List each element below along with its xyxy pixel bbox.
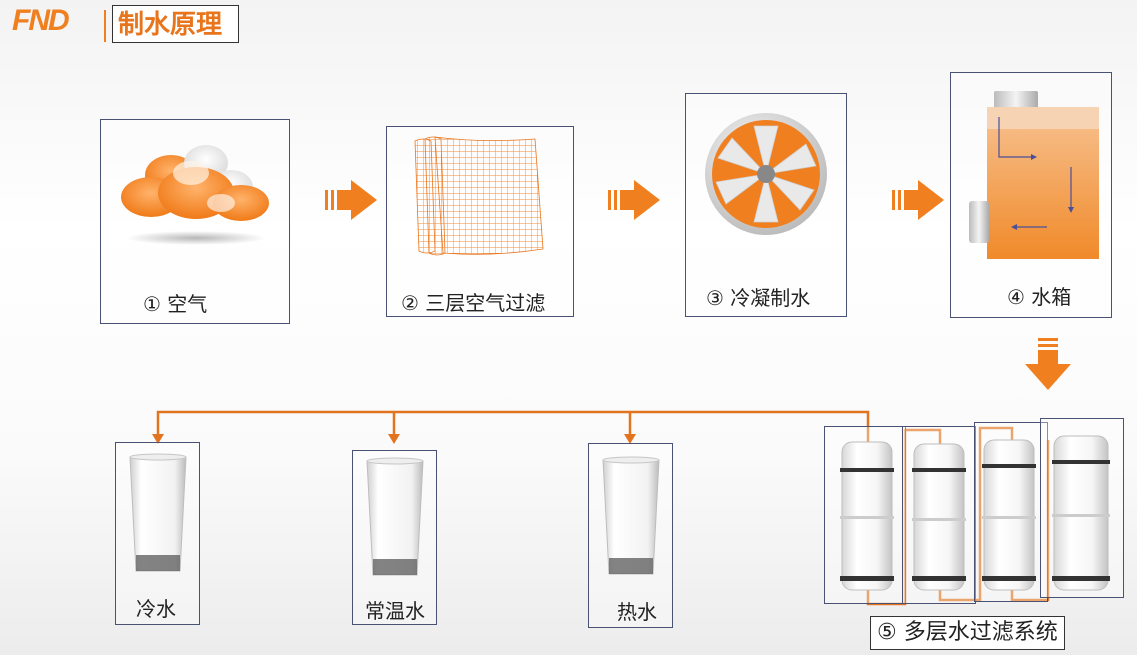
glass-icon [366, 457, 424, 576]
step-filter-box: ② 三层空气过滤 [386, 126, 574, 317]
cloud-icon [121, 145, 269, 245]
mesh-filter-icon [414, 136, 544, 256]
output-hot-box: 热水 [588, 443, 673, 628]
filter-cartridge-icon [840, 435, 1110, 591]
fan-icon [705, 113, 827, 235]
header-divider [104, 10, 106, 42]
output-room-box: 常温水 [352, 450, 437, 625]
output-hot-label: 热水 [617, 600, 657, 624]
step-air-label: ① 空气 [143, 292, 208, 316]
glass-icon [129, 453, 187, 572]
flow-arrow-down-icon [1025, 338, 1071, 390]
step-tank-label: ④ 水箱 [1007, 285, 1072, 309]
step-air-box: ① 空气 [100, 119, 290, 324]
output-room-label: 常温水 [365, 599, 425, 623]
flow-arrow-right-icon [325, 180, 377, 220]
water-tank-icon [969, 91, 1099, 259]
filter-system-label: ⑤ 多层水过滤系统 [870, 616, 1065, 650]
step-tank-box: ④ 水箱 [950, 72, 1112, 318]
output-cold-label: 冷水 [136, 597, 176, 621]
flow-arrow-right-icon [892, 180, 944, 220]
brand-logo: FND [12, 4, 70, 37]
step-condense-label: ③ 冷凝制水 [706, 286, 811, 310]
step-filter-label: ② 三层空气过滤 [401, 291, 546, 315]
flow-arrow-right-icon [608, 180, 660, 220]
glass-icon [602, 456, 660, 575]
step-condense-box: ③ 冷凝制水 [685, 93, 847, 317]
page-title: 制水原理 [112, 5, 239, 43]
output-cold-box: 冷水 [115, 442, 200, 625]
